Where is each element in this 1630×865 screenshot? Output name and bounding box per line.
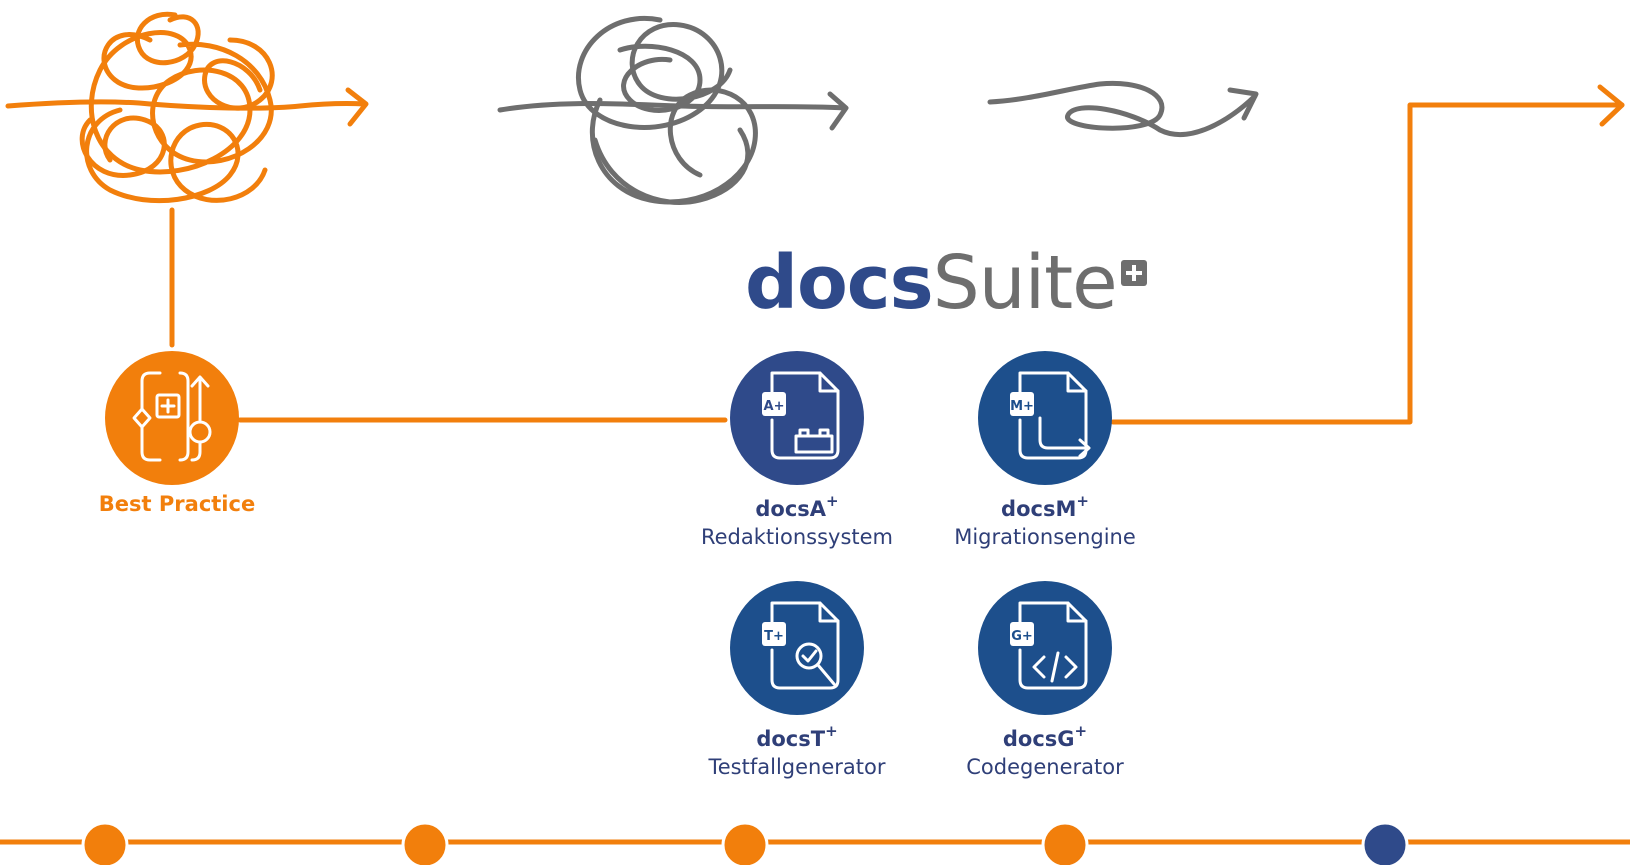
product-description: Migrationsengine <box>954 525 1136 549</box>
product-plus: + <box>826 492 839 510</box>
timeline-dot-active <box>1361 821 1409 865</box>
product-label-docsA: docsA+ Redaktionssystem <box>677 490 917 552</box>
product-description: Redaktionssystem <box>700 525 893 549</box>
timeline-dot <box>721 821 769 865</box>
brand-docs: docs <box>745 240 934 326</box>
tangled-line-icon <box>5 11 369 348</box>
flow-connector <box>237 84 1625 425</box>
svg-text:M+: M+ <box>1010 399 1034 414</box>
timeline-dot <box>81 821 129 865</box>
product-name: docsA <box>755 497 827 521</box>
docsM-icon: M+ <box>978 351 1112 485</box>
product-label-docsG: docsG+ Codegenerator <box>925 720 1165 782</box>
product-plus: + <box>1076 492 1089 510</box>
product-label-docsT: docsT+ Testfallgenerator <box>677 720 917 782</box>
brand-suite: Suite <box>932 240 1118 326</box>
plus-box-icon <box>1120 260 1147 286</box>
timeline-dot <box>401 821 449 865</box>
svg-text:T+: T+ <box>764 629 784 644</box>
timeline <box>0 821 1630 865</box>
docsG-icon: G+ <box>978 581 1112 715</box>
product-description: Testfallgenerator <box>708 755 886 779</box>
product-name: docsT <box>756 727 826 751</box>
best-practice-icon <box>105 351 239 485</box>
product-plus: + <box>1074 722 1088 740</box>
svg-text:A+: A+ <box>764 399 785 414</box>
docsT-icon: T+ <box>730 581 864 715</box>
docsA-icon: A+ <box>730 351 864 485</box>
product-name: docsG <box>1002 727 1075 751</box>
best-practice-label: Best Practice <box>98 492 256 516</box>
product-plus: + <box>825 722 838 740</box>
loop-line-icon <box>987 80 1259 137</box>
product-name: docsM <box>1001 497 1077 521</box>
svg-text:G+: G+ <box>1011 629 1033 644</box>
docssuite-logo: docsSuite <box>745 238 1147 328</box>
product-label-docsM: docsM+ Migrationsengine <box>925 490 1165 552</box>
tangled-line-icon <box>497 16 849 205</box>
product-description: Codegenerator <box>966 755 1124 779</box>
timeline-dot <box>1041 821 1089 865</box>
